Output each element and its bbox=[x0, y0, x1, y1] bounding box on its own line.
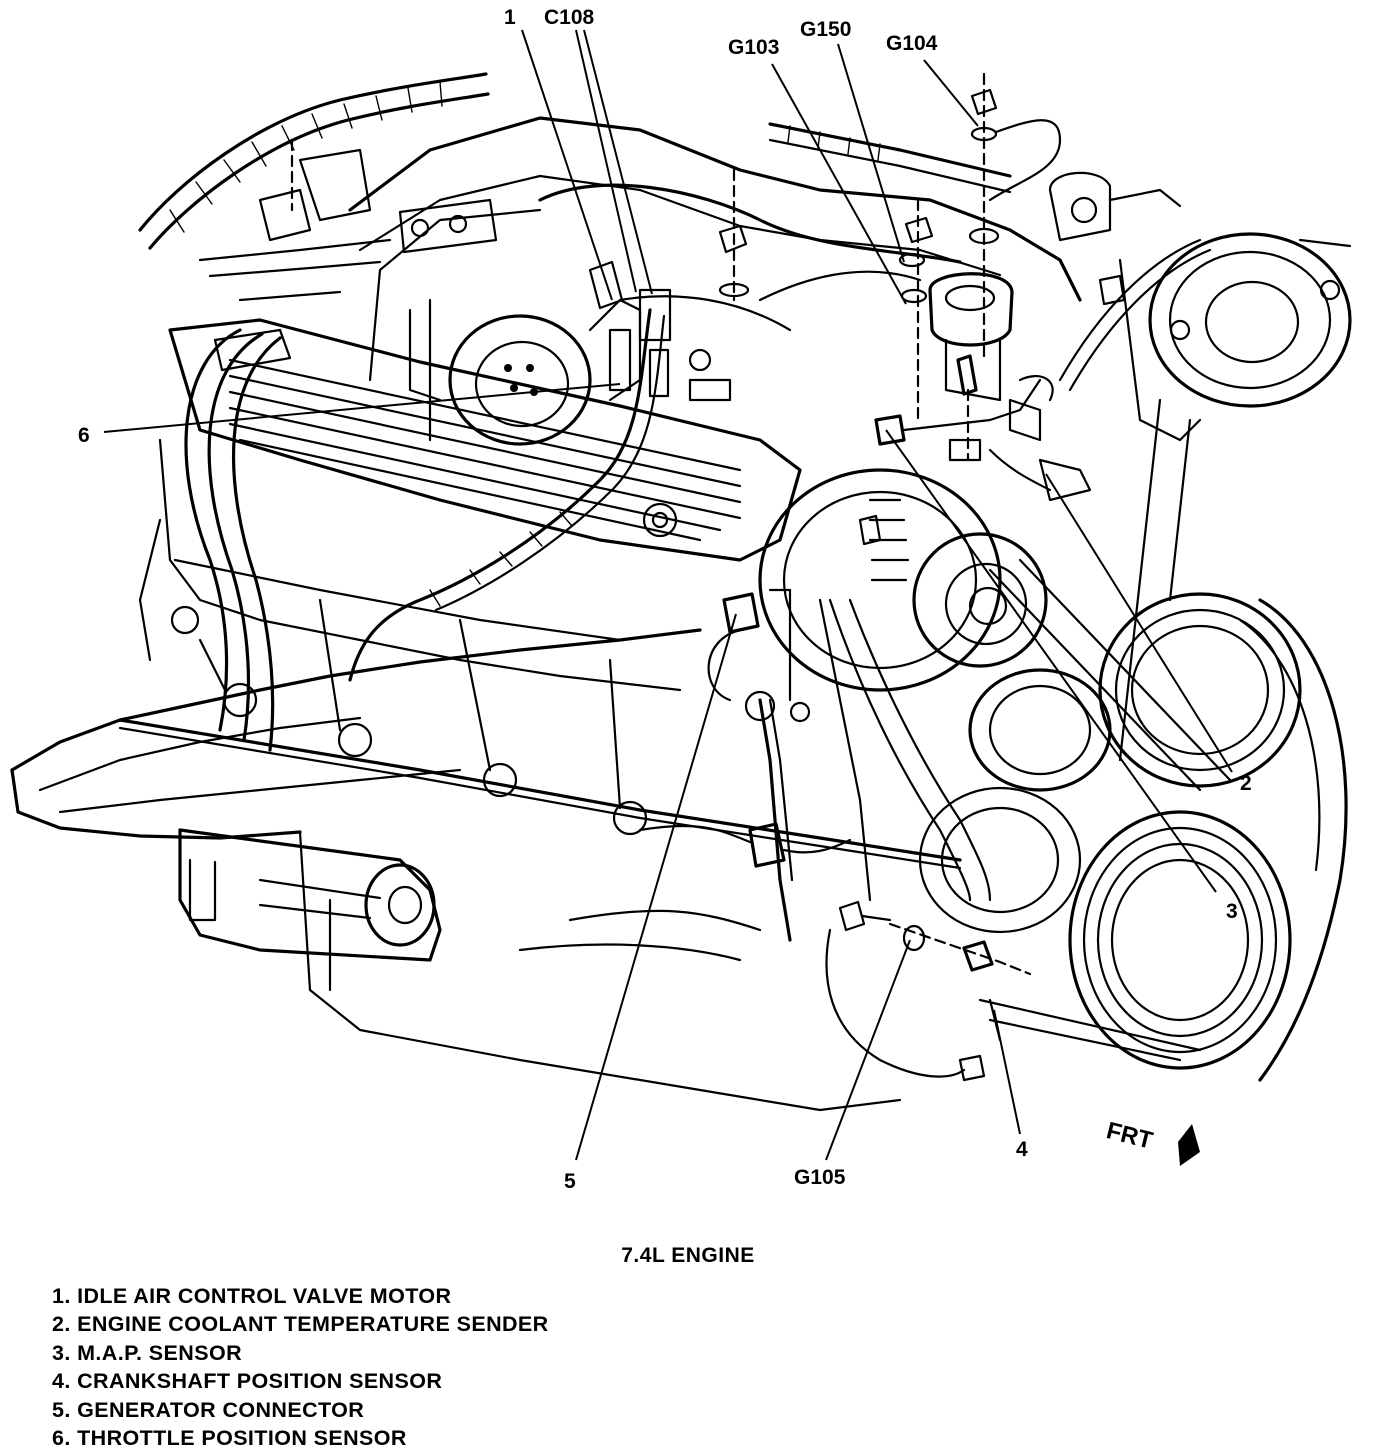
leader-g103 bbox=[771, 63, 907, 305]
legend-item: 4. CRANKSHAFT POSITION SENSOR bbox=[52, 1369, 443, 1394]
legend-item: 1. IDLE AIR CONTROL VALVE MOTOR bbox=[52, 1284, 452, 1308]
legend-item: 5. GENERATOR CONNECTOR bbox=[52, 1397, 365, 1422]
leader-g104 bbox=[923, 59, 979, 127]
leader-lines bbox=[103, 29, 1233, 1161]
callout-2: 2 bbox=[1240, 772, 1252, 795]
frt-label: FRT bbox=[1104, 1117, 1156, 1155]
leader-3 bbox=[885, 429, 1217, 893]
leader-1 bbox=[521, 29, 613, 301]
callout-g105: G105 bbox=[794, 1166, 846, 1189]
leader-g105 bbox=[825, 939, 911, 1161]
leader-6 bbox=[103, 383, 621, 433]
callout-4: 4 bbox=[1016, 1138, 1028, 1161]
engine-illustration bbox=[10, 72, 1352, 1112]
callout-3: 3 bbox=[1226, 900, 1238, 923]
diagram-title: 7.4L ENGINE bbox=[621, 1244, 755, 1267]
callout-5: 5 bbox=[564, 1170, 576, 1193]
callout-labels: 1 C108 G103 G150 G104 6 2 3 5 G105 4 bbox=[78, 6, 1252, 1193]
leader-4 bbox=[993, 1009, 1021, 1135]
leader-c108-b bbox=[583, 29, 653, 295]
leader-2 bbox=[1045, 473, 1233, 773]
frt-arrow-icon bbox=[1178, 1124, 1200, 1166]
legend-list: 1. IDLE AIR CONTROL VALVE MOTOR 2. ENGIN… bbox=[52, 1282, 549, 1452]
front-indicator: FRT bbox=[1104, 1117, 1156, 1155]
leader-5 bbox=[575, 613, 737, 1161]
leader-g150 bbox=[837, 43, 905, 263]
callout-g150: G150 bbox=[800, 18, 851, 41]
callout-c108: C108 bbox=[544, 6, 595, 29]
legend-item: 3. M.A.P. SENSOR bbox=[52, 1340, 243, 1365]
callout-6: 6 bbox=[78, 424, 90, 447]
callout-g104: G104 bbox=[886, 32, 938, 55]
legend-item: 2. ENGINE COOLANT TEMPERATURE SENDER bbox=[52, 1312, 549, 1337]
legend-item: 6. THROTTLE POSITION SENSOR bbox=[52, 1426, 407, 1451]
callout-1: 1 bbox=[504, 6, 516, 29]
callout-g103: G103 bbox=[728, 36, 779, 59]
leader-c108-a bbox=[575, 29, 637, 293]
